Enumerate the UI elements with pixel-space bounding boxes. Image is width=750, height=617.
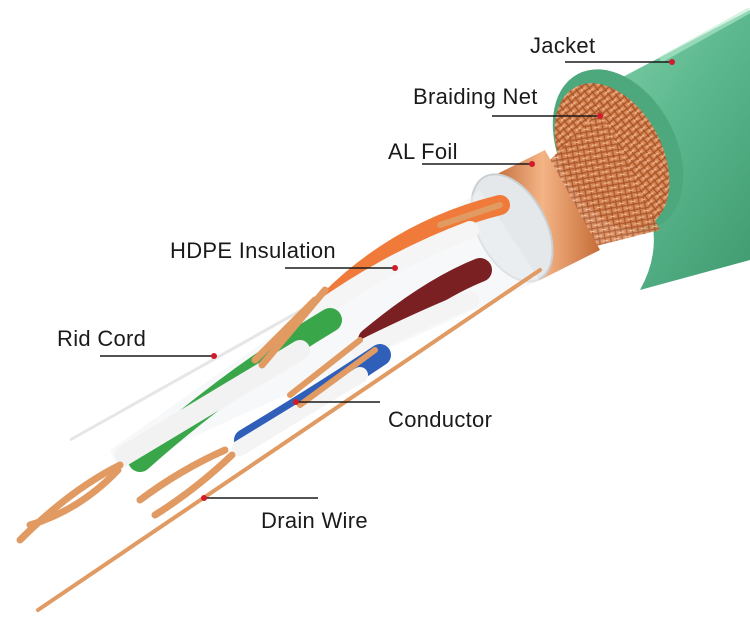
braiding-net-label: Braiding Net — [413, 84, 538, 109]
drain-wire-label: Drain Wire — [261, 508, 368, 533]
al-foil-dot — [529, 161, 535, 167]
rid-cord-dot — [211, 353, 217, 359]
conductor-label: Conductor — [388, 407, 493, 432]
al-foil-label: AL Foil — [388, 139, 458, 164]
braiding-net-dot — [597, 113, 603, 119]
jacket-label: Jacket — [530, 33, 596, 58]
leader-lines — [100, 61, 672, 499]
marker-dots — [201, 59, 675, 501]
conductor-dot — [293, 399, 299, 405]
copper-conductors — [16, 202, 503, 544]
rid-cord-label: Rid Cord — [57, 326, 147, 351]
jacket-dot — [669, 59, 675, 65]
hdpe-insulation-dot — [392, 265, 398, 271]
hdpe-insulation-label: HDPE Insulation — [170, 238, 336, 263]
drain-wire-dot — [201, 495, 207, 501]
drain-wire-shape — [36, 268, 542, 612]
